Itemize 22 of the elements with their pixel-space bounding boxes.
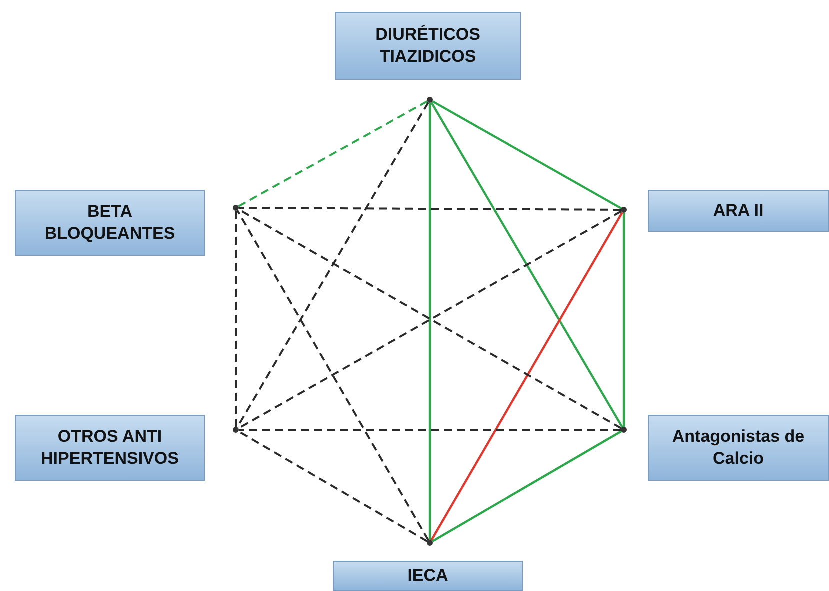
label-box: IECA xyxy=(333,561,523,591)
label-box: OTROS ANTI HIPERTENSIVOS xyxy=(15,415,205,481)
label-box: DIURÉTICOS TIAZIDICOS xyxy=(335,12,521,80)
connector-line xyxy=(622,213,626,427)
connector-line xyxy=(239,207,621,211)
vertex-dot xyxy=(621,207,627,213)
connector-line xyxy=(428,103,432,540)
connector-line xyxy=(236,210,430,541)
connector-line xyxy=(430,102,624,428)
connector-line xyxy=(238,430,428,542)
connector-line xyxy=(235,211,237,427)
label-box: ARA II xyxy=(648,190,829,232)
connector-line xyxy=(238,100,428,208)
vertex-dot xyxy=(233,205,239,211)
connector-line xyxy=(432,430,622,542)
label-box: Antagonistas de Calcio xyxy=(648,415,829,481)
vertex-dot xyxy=(233,427,239,433)
connector-line xyxy=(239,429,621,431)
connector-line xyxy=(432,100,622,210)
connector-line xyxy=(430,212,624,541)
vertex-dot xyxy=(427,97,433,103)
label-box: BETA BLOQUEANTES xyxy=(15,190,205,256)
